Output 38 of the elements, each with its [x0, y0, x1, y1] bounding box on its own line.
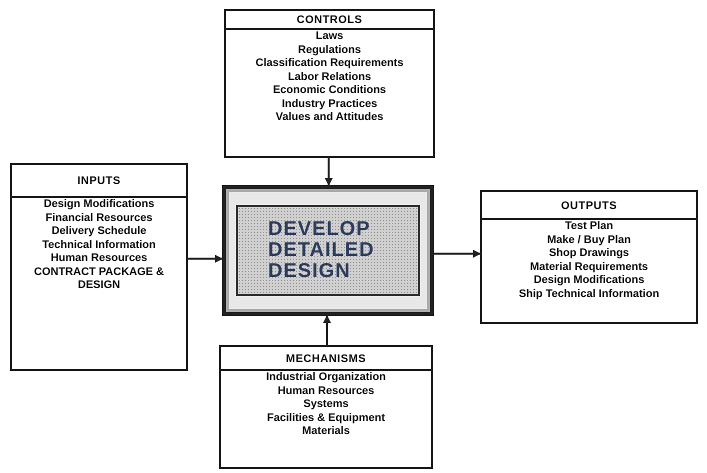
list-item: Labor Relations [286, 70, 372, 84]
list-item: CONTRACT PACKAGE & DESIGN [33, 266, 165, 292]
list-item: Shop Drawings [548, 247, 630, 260]
list-item: Systems [302, 398, 350, 412]
box-heading: OUTPUTS [482, 192, 696, 220]
list-item: Material Requirements [529, 260, 649, 274]
box-heading: INPUTS [12, 165, 186, 198]
list-item: Industrial Organization [265, 371, 387, 384]
process-box [222, 185, 434, 316]
list-item: Human Resources [276, 384, 376, 398]
list-item: Values and Attitudes [274, 111, 384, 124]
list-item: Regulations [297, 44, 362, 57]
list-box [219, 345, 433, 469]
list-box [224, 9, 435, 158]
list-item: Financial Resources [44, 212, 154, 225]
arrow [188, 254, 223, 263]
box-heading: MECHANISMS [221, 347, 431, 371]
list-item: Facilities & Equipment [266, 412, 386, 425]
list-item: Test Plan [564, 220, 614, 234]
list-box [10, 163, 188, 371]
list-item: Delivery Schedule [50, 225, 148, 238]
list-item: Human Resources [50, 252, 148, 266]
arrow [323, 315, 331, 345]
list-item: Laws [314, 30, 344, 44]
process-title: DEVELOP DETAILED DESIGN [268, 219, 376, 282]
list-item: Ship Technical Information [518, 288, 660, 301]
list-item: Industry Practices [280, 98, 378, 111]
arrow [324, 158, 333, 186]
list-box [480, 190, 698, 324]
list-item: Technical Information [41, 238, 157, 252]
list-item: Economic Conditions [272, 84, 388, 98]
list-item: Classification Requirements [254, 57, 404, 70]
list-item: Materials [301, 425, 351, 438]
arrow [434, 250, 481, 258]
box-heading: CONTROLS [226, 11, 433, 30]
list-item: Design Modifications [42, 198, 156, 212]
list-item: Make / Buy Plan [546, 234, 632, 247]
list-item: Design Modifications [532, 274, 646, 288]
